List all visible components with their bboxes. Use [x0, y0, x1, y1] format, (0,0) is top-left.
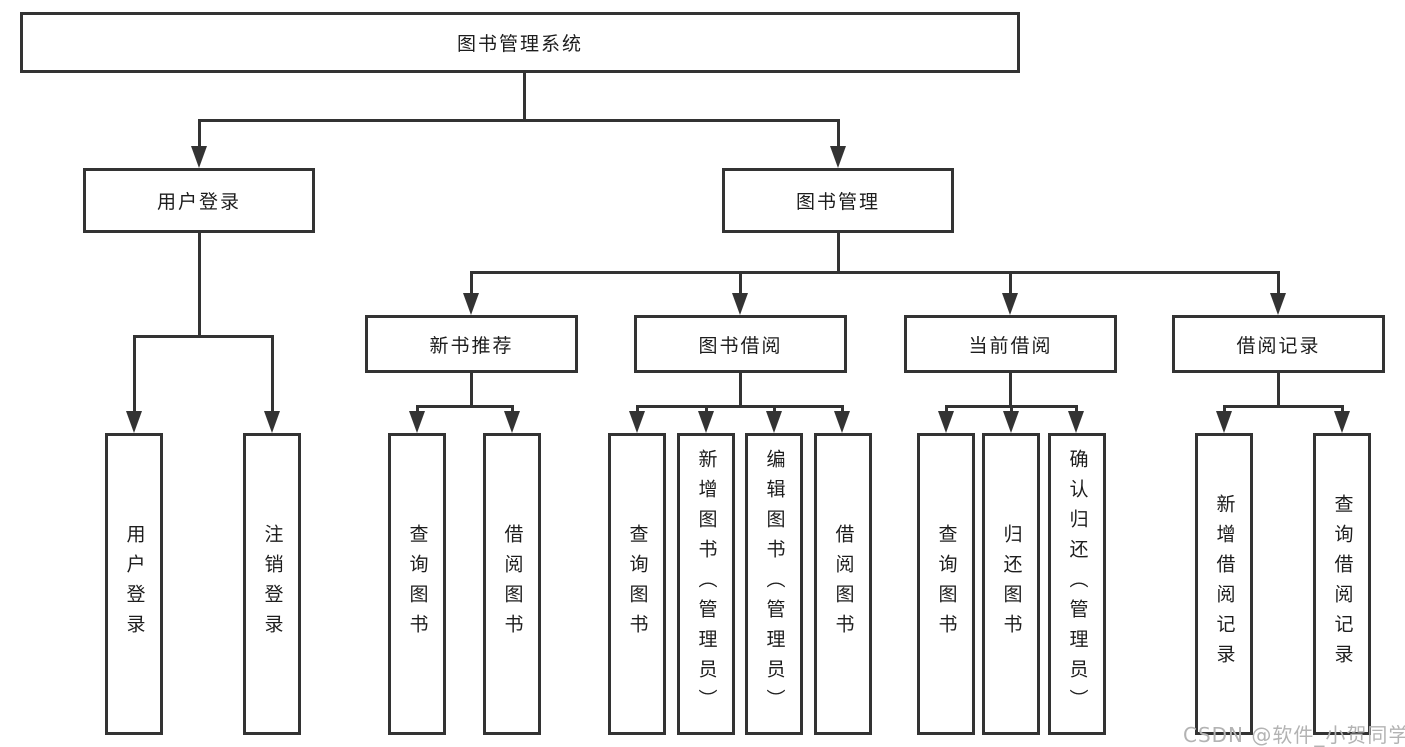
connector-g1-shaft [271, 335, 274, 415]
leaf-current-return-book: 归还图书 [982, 433, 1040, 735]
leaf-rec-borrow-book-label: 借阅图书 [501, 524, 524, 644]
node-root-label: 图书管理系统 [456, 33, 583, 55]
node-new-book-recommend: 新书推荐 [365, 315, 578, 373]
connector-borrow-stem [739, 373, 742, 407]
leaf-borrow-borrow-book: 借阅图书 [814, 433, 872, 735]
leaf-borrow-add-book-admin-label: 新增图书（管理员） [695, 449, 718, 719]
node-book-management-label: 图书管理 [795, 191, 880, 213]
leaf-current-confirm-return-admin: 确认归还（管理员） [1048, 433, 1106, 735]
leaf-current-return-book-label: 归还图书 [1000, 524, 1023, 644]
arrow-down-icon [463, 293, 479, 315]
leaf-borrow-add-book-admin: 新增图书（管理员） [677, 433, 735, 735]
arrow-down-icon [766, 411, 782, 433]
arrow-down-icon [504, 411, 520, 433]
node-book-management: 图书管理 [722, 168, 954, 233]
node-new-book-recommend-label: 新书推荐 [429, 334, 514, 357]
node-borrow-record: 借阅记录 [1172, 315, 1385, 373]
leaf-logout-login-label: 注销登录 [261, 524, 284, 644]
arrow-down-icon [1002, 293, 1018, 315]
connector-mgmt-stem [837, 233, 840, 273]
leaf-logout-login: 注销登录 [243, 433, 301, 735]
node-book-borrow: 图书借阅 [634, 315, 847, 373]
arrow-down-icon [264, 411, 280, 433]
leaf-borrow-borrow-book-label: 借阅图书 [832, 524, 855, 644]
arrow-down-icon [1068, 411, 1084, 433]
arrow-down-icon [1003, 411, 1019, 433]
connector-login-shaft [198, 119, 201, 151]
connector-l3-shaft [1277, 271, 1280, 297]
arrow-down-icon [1334, 411, 1350, 433]
leaf-borrow-edit-book-admin-label: 编辑图书（管理员） [763, 449, 786, 719]
node-current-borrow: 当前借阅 [904, 315, 1117, 373]
connector-root-stem [523, 72, 526, 120]
leaf-current-confirm-return-admin-label: 确认归还（管理员） [1066, 449, 1089, 719]
arrow-down-icon [126, 411, 142, 433]
node-borrow-record-label: 借阅记录 [1236, 334, 1321, 357]
arrow-down-icon [1270, 293, 1286, 315]
arrow-down-icon [830, 146, 846, 168]
connector-g3-bar [636, 405, 844, 408]
connector-g2-bar [416, 405, 514, 408]
leaf-user-login: 用户登录 [105, 433, 163, 735]
arrow-down-icon [191, 146, 207, 168]
arrow-down-icon [629, 411, 645, 433]
leaf-rec-query-book: 查询图书 [388, 433, 446, 735]
leaf-record-add: 新增借阅记录 [1195, 433, 1253, 735]
connector-g1-shaft [133, 335, 136, 415]
leaf-borrow-query-book: 查询图书 [608, 433, 666, 735]
connector-record-stem [1277, 373, 1280, 407]
leaf-rec-borrow-book: 借阅图书 [483, 433, 541, 735]
connector-l3-shaft [739, 271, 742, 297]
connector-l3-shaft [1009, 271, 1012, 297]
leaf-current-query-book-label: 查询图书 [935, 524, 958, 644]
watermark: CSDN @软件_小贺同学 [1183, 723, 1405, 747]
leaf-rec-query-book-label: 查询图书 [406, 524, 429, 644]
connector-current-stem [1009, 373, 1012, 407]
arrow-down-icon [834, 411, 850, 433]
leaf-borrow-edit-book-admin: 编辑图书（管理员） [745, 433, 803, 735]
arrow-down-icon [732, 293, 748, 315]
node-root: 图书管理系统 [20, 12, 1020, 73]
arrow-down-icon [1216, 411, 1232, 433]
connector-login-stem [198, 233, 201, 335]
node-user-login-label: 用户登录 [156, 191, 241, 213]
leaf-record-add-label: 新增借阅记录 [1213, 494, 1236, 674]
leaf-current-query-book: 查询图书 [917, 433, 975, 735]
arrow-down-icon [409, 411, 425, 433]
arrow-down-icon [938, 411, 954, 433]
leaf-user-login-label: 用户登录 [123, 524, 146, 644]
connector-l1-bar [198, 119, 840, 122]
connector-g5-bar [1223, 405, 1343, 408]
node-current-borrow-label: 当前借阅 [968, 334, 1053, 357]
arrow-down-icon [698, 411, 714, 433]
connector-l3-bar [470, 271, 1280, 274]
connector-rec-stem [470, 373, 473, 407]
leaf-record-query: 查询借阅记录 [1313, 433, 1371, 735]
connector-mgmt-shaft [837, 119, 840, 151]
node-book-borrow-label: 图书借阅 [698, 334, 783, 357]
connector-l3-shaft [470, 271, 473, 297]
node-user-login: 用户登录 [83, 168, 315, 233]
leaf-record-query-label: 查询借阅记录 [1331, 494, 1354, 674]
leaf-borrow-query-book-label: 查询图书 [626, 524, 649, 644]
connector-g1-bar [133, 335, 274, 338]
